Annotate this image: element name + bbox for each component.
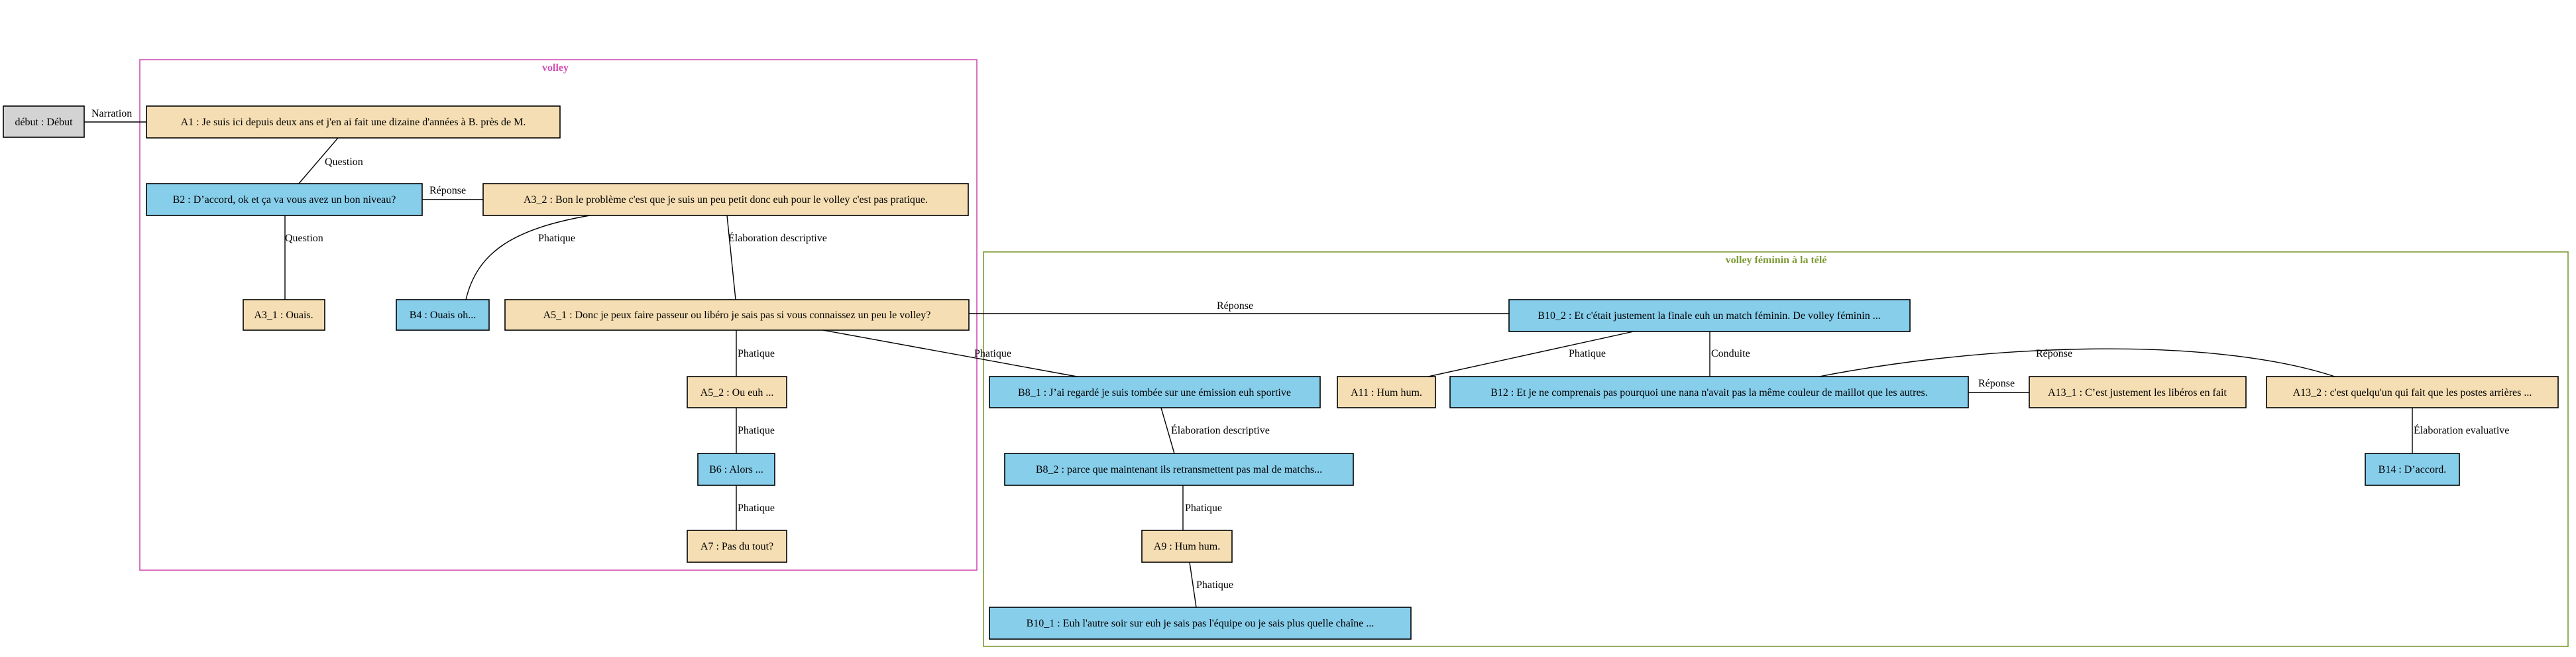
nodes: début : Début A1 : Je suis ici depuis de… xyxy=(3,105,2559,640)
edge-label-reponse-4: Réponse xyxy=(1978,378,2015,389)
svg-text:B10_1 : Euh l'autre soir sur e: B10_1 : Euh l'autre soir sur euh je sais… xyxy=(1027,618,1374,629)
edges xyxy=(84,121,2413,608)
edge-a1-b2 xyxy=(298,137,339,185)
cluster-volley-feminin-border xyxy=(983,251,2569,647)
svg-text:B8_2 : parce que maintenant il: B8_2 : parce que maintenant ils retransm… xyxy=(1036,464,1322,475)
edge-labels: Narration Question Réponse Question Phat… xyxy=(91,108,2509,591)
edge-label-elaboration-descriptive-1: Élaboration descriptive xyxy=(728,231,827,244)
edge-a3_2-b4 xyxy=(465,215,590,300)
edge-label-phatique-2: Phatique xyxy=(738,348,775,359)
node-b12[interactable]: B12 : Et je ne comprenais pas pourquoi u… xyxy=(1449,376,1969,408)
cluster-volley: volley xyxy=(139,59,978,571)
svg-text:A13_1 : C’est justement les li: A13_1 : C’est justement les libéros en f… xyxy=(2048,387,2227,398)
edge-label-narration: Narration xyxy=(91,108,132,119)
node-a3_1[interactable]: A3_1 : Ouais. xyxy=(243,299,325,331)
node-b8_2[interactable]: B8_2 : parce que maintenant ils retransm… xyxy=(1004,453,1354,486)
svg-text:B8_1 : J’ai regardé je suis to: B8_1 : J’ai regardé je suis tombée sur u… xyxy=(1018,387,1291,398)
edge-label-reponse-3: Réponse xyxy=(2036,348,2072,359)
svg-text:A5_2 : Ou euh ...: A5_2 : Ou euh ... xyxy=(700,387,774,398)
edge-b10_2-a11 xyxy=(1428,331,1634,377)
svg-text:B2 : D’accord, ok et ça va vou: B2 : D’accord, ok et ça va vous avez un … xyxy=(173,194,396,206)
node-a5_1[interactable]: A5_1 : Donc je peux faire passeur ou lib… xyxy=(504,299,970,331)
node-b8_1[interactable]: B8_1 : J’ai regardé je suis tombée sur u… xyxy=(989,376,1321,408)
node-a13_1[interactable]: A13_1 : C’est justement les libéros en f… xyxy=(2029,376,2247,408)
edge-label-phatique-6: Phatique xyxy=(1569,348,1606,359)
node-b10_2[interactable]: B10_2 : Et c'était justement la finale e… xyxy=(1508,299,1911,332)
node-b14[interactable]: B14 : D’accord. xyxy=(2365,453,2460,486)
svg-text:A3_2 : Bon le problème c'est q: A3_2 : Bon le problème c'est que je suis… xyxy=(524,194,928,206)
node-b10_1[interactable]: B10_1 : Euh l'autre soir sur euh je sais… xyxy=(989,607,1412,640)
node-b4[interactable]: B4 : Ouais oh... xyxy=(396,299,490,331)
cluster-volley-feminin: volley féminin à la télé xyxy=(983,251,2569,647)
edge-label-phatique-5: Phatique xyxy=(738,503,775,514)
edge-label-phatique-3: Phatique xyxy=(974,348,1011,359)
edge-label-reponse-2: Réponse xyxy=(1217,300,1253,312)
cluster-volley-border xyxy=(139,59,978,571)
edge-label-phatique-7: Phatique xyxy=(1185,503,1222,514)
svg-text:A11 : Hum hum.: A11 : Hum hum. xyxy=(1351,387,1422,398)
edge-label-reponse-1: Réponse xyxy=(429,185,466,196)
svg-text:A9 : Hum hum.: A9 : Hum hum. xyxy=(1154,541,1220,552)
svg-text:A1 : Je suis ici depuis deux a: A1 : Je suis ici depuis deux ans et j'en… xyxy=(181,117,526,128)
edge-label-question-1: Question xyxy=(325,156,363,168)
edge-label-phatique-4: Phatique xyxy=(738,425,775,436)
edge-a3_2-a5_1 xyxy=(726,215,736,300)
edge-b8_1-b8_2 xyxy=(1160,407,1175,454)
node-a3_2[interactable]: A3_2 : Bon le problème c'est que je suis… xyxy=(482,183,969,216)
node-a1[interactable]: A1 : Je suis ici depuis deux ans et j'en… xyxy=(146,105,561,139)
node-b6[interactable]: B6 : Alors ... xyxy=(697,453,775,486)
svg-text:début : Début: début : Début xyxy=(15,117,73,128)
node-a5_2[interactable]: A5_2 : Ou euh ... xyxy=(687,376,787,408)
edge-label-phatique-1: Phatique xyxy=(538,233,575,244)
edge-label-question-2: Question xyxy=(285,233,323,244)
edge-label-elaboration-evaluative: Élaboration evaluative xyxy=(2414,424,2509,436)
edge-b12-a13_2 xyxy=(1819,348,2335,377)
edge-label-elaboration-descriptive-2: Élaboration descriptive xyxy=(1171,424,1270,436)
cluster-volley-feminin-title: volley féminin à la télé xyxy=(1726,255,1827,266)
svg-text:A3_1 : Ouais.: A3_1 : Ouais. xyxy=(254,310,313,321)
svg-text:B6 : Alors ...: B6 : Alors ... xyxy=(709,464,763,475)
svg-text:A13_2 : c'est quelqu'un qui fa: A13_2 : c'est quelqu'un qui fait que les… xyxy=(2293,387,2532,398)
node-a11[interactable]: A11 : Hum hum. xyxy=(1337,376,1436,408)
svg-text:B14 : D’accord.: B14 : D’accord. xyxy=(2379,464,2447,475)
node-debut[interactable]: début : Début xyxy=(3,105,85,138)
svg-text:B4 : Ouais oh...: B4 : Ouais oh... xyxy=(410,310,476,321)
svg-text:A5_1 : Donc je peux faire pass: A5_1 : Donc je peux faire passeur ou lib… xyxy=(543,310,931,321)
node-a7[interactable]: A7 : Pas du tout? xyxy=(687,530,787,563)
edge-a9-b10_1 xyxy=(1189,562,1197,608)
cluster-volley-title: volley xyxy=(542,62,569,74)
edge-label-conduite: Conduite xyxy=(1711,348,1750,359)
node-b2[interactable]: B2 : D’accord, ok et ça va vous avez un … xyxy=(146,183,423,216)
node-a13_2[interactable]: A13_2 : c'est quelqu'un qui fait que les… xyxy=(2266,376,2559,408)
edge-a5_1-b8_1 xyxy=(822,329,1078,377)
node-a9[interactable]: A9 : Hum hum. xyxy=(1141,530,1233,563)
svg-text:B12 : Et je ne comprenais pas: B12 : Et je ne comprenais pas pourquoi u… xyxy=(1490,387,1928,398)
svg-text:B10_2 : Et c'était justement l: B10_2 : Et c'était justement la finale e… xyxy=(1538,310,1880,322)
svg-text:A7 : Pas du tout?: A7 : Pas du tout? xyxy=(700,541,773,552)
edge-label-phatique-8: Phatique xyxy=(1196,579,1233,591)
